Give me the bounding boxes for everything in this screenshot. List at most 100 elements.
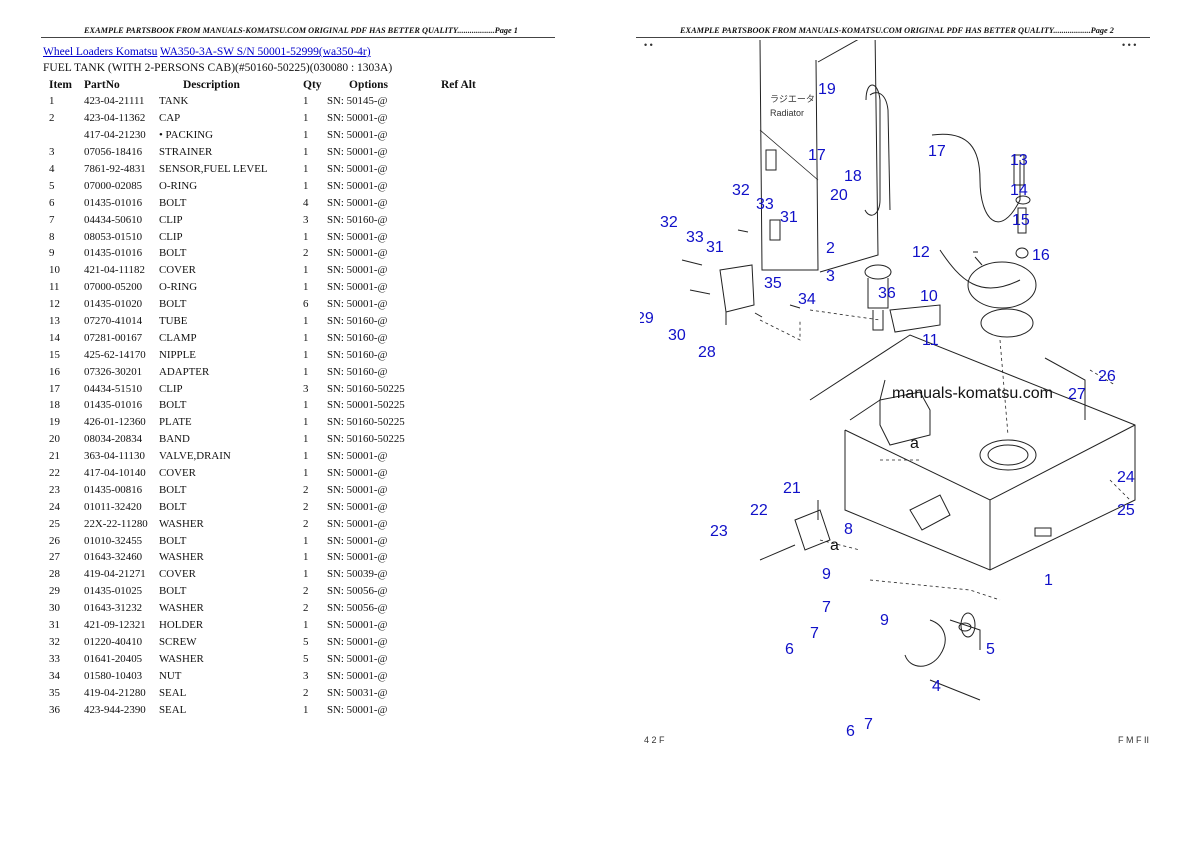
cell-options: SN: 50160-@ — [327, 348, 388, 361]
callout-10: 10 — [920, 288, 938, 305]
cell-partno: 04434-50610 — [84, 213, 143, 226]
cell-description: CLIP — [159, 382, 183, 395]
cell-options: SN: 50001-@ — [327, 112, 388, 125]
cell-options: SN: 50001-@ — [327, 652, 388, 665]
cell-description: SEAL — [159, 703, 187, 716]
cell-description: VALVE,DRAIN — [159, 450, 231, 463]
page2-header-rule — [636, 37, 1150, 38]
cell-description: BOLT — [159, 500, 187, 513]
callout-22: 22 — [750, 502, 768, 519]
cell-item: 10 — [49, 264, 60, 277]
cell-partno: 01435-01016 — [84, 399, 143, 412]
cell-options: SN: 50001-@ — [327, 669, 388, 682]
cell-qty: 1 — [303, 281, 309, 294]
cell-partno: 01580-10403 — [84, 669, 143, 682]
cell-qty: 2 — [303, 483, 309, 496]
table-header-row: Item PartNo Description Qty Options Ref … — [43, 77, 501, 93]
callout-a: a — [910, 435, 919, 452]
cell-partno: 363-04-11130 — [84, 450, 145, 463]
cell-partno: 07056-18416 — [84, 146, 143, 159]
cell-refalt — [441, 397, 501, 414]
callout-18: 18 — [844, 168, 862, 185]
cell-refalt — [441, 313, 501, 330]
cell-description: • PACKING — [159, 129, 213, 142]
cell-item: 22 — [49, 467, 60, 480]
cell-options: SN: 50001-@ — [327, 179, 388, 192]
cell-item: 35 — [49, 686, 60, 699]
radiator-label: Radiator — [770, 108, 804, 118]
callout-17: 17 — [928, 143, 946, 160]
cell-qty: 5 — [303, 652, 309, 665]
callout-23: 23 — [710, 523, 728, 540]
cell-refalt — [441, 279, 501, 296]
cell-description: TUBE — [159, 315, 188, 328]
cell-partno: 01010-32455 — [84, 534, 143, 547]
cell-refalt — [441, 600, 501, 617]
cell-refalt — [441, 634, 501, 651]
callout-7: 7 — [822, 599, 831, 616]
cell-qty: 2 — [303, 585, 309, 598]
callout-9: 9 — [880, 612, 889, 629]
breadcrumb-link-category[interactable]: Wheel Loaders Komatsu — [43, 46, 158, 58]
cell-qty: 6 — [303, 298, 309, 311]
cell-refalt — [441, 701, 501, 718]
cell-item: 16 — [49, 365, 60, 378]
cell-refalt — [441, 498, 501, 515]
cell-refalt — [441, 431, 501, 448]
cell-item: 23 — [49, 483, 60, 496]
cell-partno: 417-04-10140 — [84, 467, 146, 480]
cell-options: SN: 50001-@ — [327, 230, 388, 243]
cell-partno: 07000-02085 — [84, 179, 143, 192]
cell-refalt — [441, 515, 501, 532]
exploded-parts-diagram: ラジエータ Radiator manuals-komatsu.com • • •… — [640, 40, 1149, 745]
callout-5: 5 — [986, 641, 995, 658]
cell-qty: 1 — [303, 703, 309, 716]
page1-header-rule — [41, 37, 555, 38]
cell-partno: 22X-22-11280 — [84, 517, 148, 530]
cell-refalt — [441, 262, 501, 279]
cell-qty: 2 — [303, 602, 309, 615]
col-header-options: Options — [349, 79, 388, 91]
page1-header: EXAMPLE PARTSBOOK FROM MANUALS-KOMATSU.C… — [84, 26, 518, 35]
cell-partno: 01641-20405 — [84, 652, 143, 665]
cell-description: BAND — [159, 433, 190, 446]
cell-description: STRAINER — [159, 146, 213, 159]
cell-partno: 01435-01020 — [84, 298, 143, 311]
cell-qty: 1 — [303, 534, 309, 547]
callout-11: 11 — [922, 332, 939, 349]
cell-options: SN: 50001-@ — [327, 483, 388, 496]
col-header-description: Description — [183, 79, 240, 91]
cell-options: SN: 50056-@ — [327, 602, 388, 615]
cell-item: 1 — [49, 95, 55, 108]
cell-description: COVER — [159, 467, 196, 480]
cell-qty: 2 — [303, 686, 309, 699]
cell-options: SN: 50001-@ — [327, 500, 388, 513]
cell-qty: 1 — [303, 230, 309, 243]
breadcrumb-link-model[interactable]: WA350-3A-SW S/N 50001-52999(wa350-4r) — [160, 46, 371, 58]
cell-partno: 423-944-2390 — [84, 703, 146, 716]
cell-qty: 4 — [303, 196, 309, 209]
cell-options: SN: 50001-@ — [327, 450, 388, 463]
cell-item: 9 — [49, 247, 55, 260]
callout-4: 4 — [932, 678, 941, 695]
callout-33: 33 — [686, 229, 704, 246]
cell-item: 25 — [49, 517, 60, 530]
cell-qty: 1 — [303, 95, 309, 108]
cell-item: 28 — [49, 568, 60, 581]
cell-partno: 419-04-21271 — [84, 568, 146, 581]
